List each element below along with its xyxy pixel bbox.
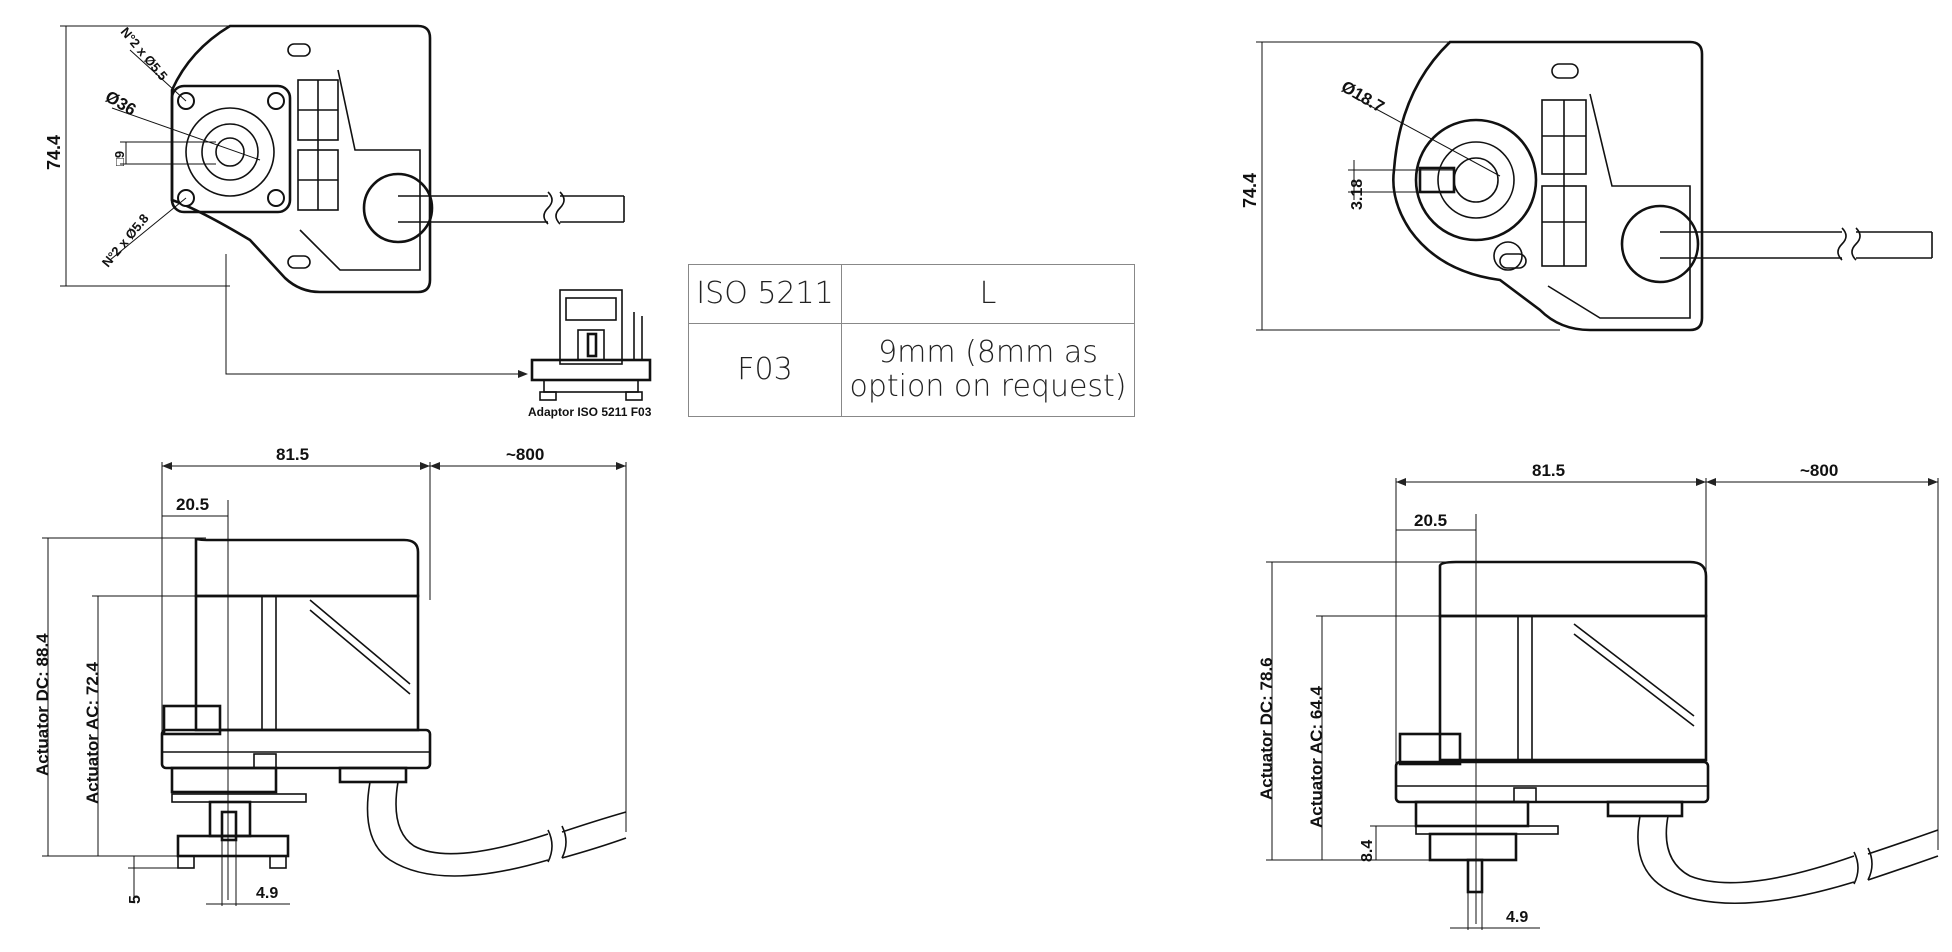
- right-top-view: 74.4 Ø18.7 3.18: [1240, 40, 1933, 332]
- right-side-ac-label: Actuator AC: 64.4: [1307, 685, 1326, 828]
- flat-dim-label: 3.18: [1349, 179, 1366, 210]
- holes-lower-label: N°2 x Ø5.8: [99, 211, 152, 270]
- left-side-dc-label: Actuator DC: 88.4: [33, 633, 52, 776]
- right-side-view: 81.5 ~800 20.5 Actuator DC:: [1257, 461, 1939, 930]
- holes-upper-label: N°2 x Ø5.5: [118, 24, 171, 83]
- flange-dia-label: Ø36: [102, 87, 139, 120]
- left-side-base-label: 5: [127, 895, 144, 904]
- left-side-view: 81.5 ~800 20.5: [33, 445, 627, 906]
- spec-row-f03: F03 9mm (8mm as option on request): [688, 323, 1135, 417]
- spec-f03-key: F03: [688, 323, 842, 417]
- left-side-offset-label: 20.5: [176, 495, 209, 514]
- right-side-dc-label: Actuator DC: 78.6: [1257, 657, 1276, 800]
- right-side-shaft-label: 4.9: [1506, 909, 1528, 926]
- spec-f03-value: 9mm (8mm as option on request): [841, 323, 1135, 417]
- left-top-view: 74.4 N°2 x Ø5.5 N°2 x Ø5.8 Ø36 □9: [44, 24, 625, 378]
- shaft-dia-label: Ø18.7: [1338, 77, 1388, 117]
- right-side-offset-label: 20.5: [1414, 511, 1447, 530]
- left-side-shaft-label: 4.9: [256, 885, 278, 902]
- adaptor-drawing: Adaptor ISO 5211 F03: [528, 289, 652, 419]
- adaptor-label: Adaptor ISO 5211 F03: [528, 405, 652, 419]
- spec-iso-key: ISO 5211: [688, 264, 842, 324]
- left-side-cable-label: ~800: [506, 445, 544, 464]
- spec-row-iso: ISO 5211 L: [688, 264, 1135, 324]
- spec-iso-value: L: [841, 264, 1135, 324]
- right-side-base-label: 8.4: [1359, 840, 1376, 862]
- square-drive-label: □9: [112, 151, 127, 166]
- left-side-ac-label: Actuator AC: 72.4: [83, 661, 102, 804]
- spec-f03-value-line1: 9mm (8mm as: [878, 335, 1098, 370]
- spec-table: ISO 5211 L F03 9mm (8mm as option on req…: [688, 264, 1135, 417]
- left-top-height-label: 74.4: [44, 135, 64, 170]
- right-side-width-label: 81.5: [1532, 461, 1565, 480]
- left-side-width-label: 81.5: [276, 445, 309, 464]
- right-side-cable-label: ~800: [1800, 461, 1838, 480]
- spec-f03-value-line2: option on request): [849, 369, 1127, 404]
- right-top-height-label: 74.4: [1240, 173, 1260, 208]
